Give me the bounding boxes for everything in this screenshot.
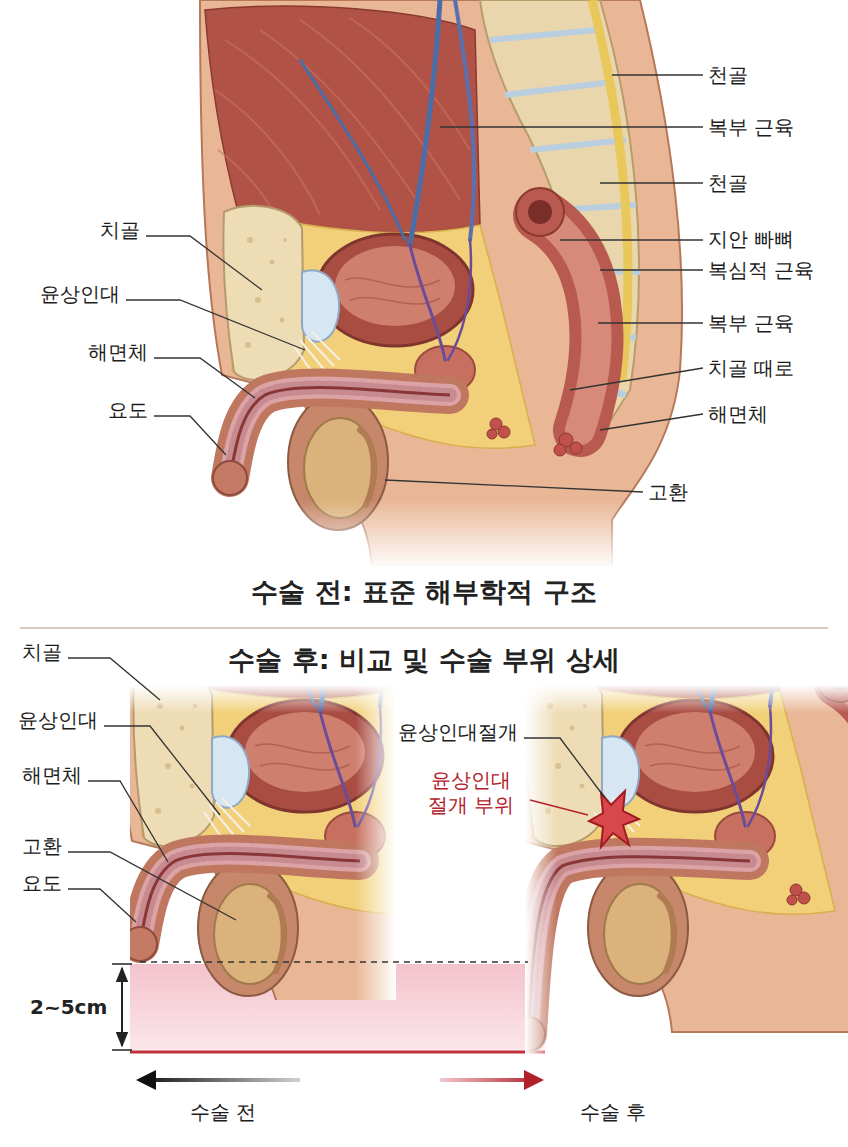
- before-arrow: [146, 1078, 300, 1082]
- pelvis-before: [200, 0, 682, 566]
- leader-lines: [126, 75, 703, 492]
- state-label: 수술 전: [190, 1100, 256, 1124]
- reference-line: [140, 961, 528, 963]
- dimension-tick: [112, 963, 132, 965]
- leader-line: [530, 800, 588, 815]
- part-label: 치골 때로: [708, 356, 794, 380]
- pelvis-before-detail: [130, 685, 395, 1000]
- part-label: 윤상인대절개: [398, 720, 518, 744]
- part-label: 해면체: [88, 340, 148, 364]
- part-label: 윤상인대: [18, 708, 98, 732]
- leader-lines: [68, 658, 605, 922]
- part-label: 해면체: [708, 402, 768, 426]
- part-label: 고환: [648, 480, 688, 504]
- dimension-tick: [112, 1049, 132, 1051]
- fade: [525, 685, 557, 1065]
- part-label: 천골: [708, 63, 748, 87]
- part-label: 고환: [22, 834, 62, 858]
- part-label: 치골: [100, 218, 140, 242]
- pelvis-after-detail: [525, 685, 848, 1051]
- section-heading: 수술 후: 비교 및 수술 부위 상세: [228, 643, 619, 677]
- divider: [20, 627, 828, 629]
- part-label: 지안 빠뼈: [708, 227, 794, 251]
- part-label: 요도: [108, 398, 148, 422]
- section-heading: 수술 전: 표준 해부학적 구조: [251, 575, 596, 609]
- part-label: 윤상인대: [40, 282, 120, 306]
- part-label: 해면체: [22, 763, 82, 787]
- dimension-line: [121, 968, 123, 1046]
- part-label: 복부 근육: [708, 311, 794, 335]
- part-label: 요도: [22, 871, 62, 895]
- incision-label: 윤상인대 절개 부위: [418, 768, 524, 818]
- after-arrow: [440, 1078, 534, 1082]
- part-label: 복심적 근육: [708, 258, 814, 282]
- part-label: 복부 근육: [708, 115, 794, 139]
- fade: [355, 685, 396, 1000]
- state-label: 수술 후: [580, 1100, 646, 1124]
- dimension-label: 2~5cm: [30, 995, 107, 1019]
- band-line: [130, 1051, 545, 1054]
- fade: [525, 685, 848, 713]
- part-label: 치골: [22, 640, 62, 664]
- incision-mark: [589, 791, 639, 847]
- part-label: 천골: [708, 171, 748, 195]
- fade: [0, 500, 848, 570]
